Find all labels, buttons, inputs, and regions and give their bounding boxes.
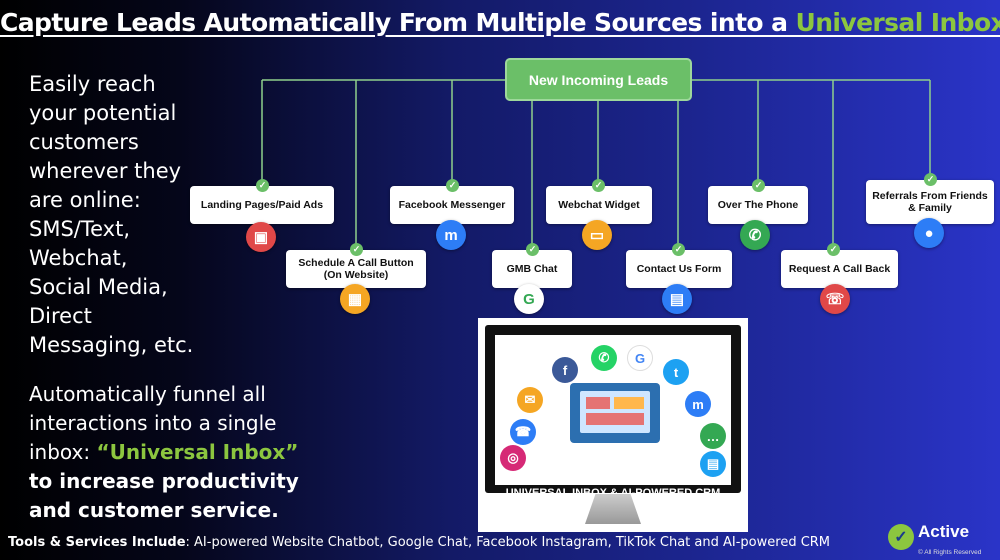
logo-mark: ✓ xyxy=(888,524,914,550)
funnel-text-pre: Automatically funnel all interactions in… xyxy=(29,382,277,464)
phone-icon: ☎ xyxy=(510,419,536,445)
gear-laptop-illustration xyxy=(570,383,660,443)
logo: ✓ Active © All Rights Reserved xyxy=(888,522,996,558)
funnel-text-bold: to increase productivity and customer se… xyxy=(29,469,299,522)
node-card: Webchat Widget xyxy=(546,186,652,224)
twitter-icon: t xyxy=(663,359,689,385)
monitor-label: UNIVERSAL INBOX & AI-POWERED CRM xyxy=(505,487,721,499)
logo-sub: © All Rights Reserved xyxy=(918,549,982,556)
monitor-illustration: f ✆ G t ✉ m ☎ … ◎ ▤ UNIVERSAL INBOX & AI… xyxy=(478,318,748,532)
funnel-text: Automatically funnel all interactions in… xyxy=(29,380,319,525)
root-node: New Incoming Leads xyxy=(505,58,692,101)
page-title: Capture Leads Automatically From Multipl… xyxy=(0,8,1000,37)
node-card: Over The Phone xyxy=(708,186,808,224)
check-icon: ✓ xyxy=(526,243,539,256)
email-icon: ✉ xyxy=(517,387,543,413)
funnel-text-highlight: “Universal Inbox” xyxy=(96,440,299,464)
node-card: Request A Call Back xyxy=(781,250,898,288)
phone-callback-icon: ☏ xyxy=(820,284,850,314)
node-card: GMB Chat xyxy=(492,250,572,288)
check-icon: ✓ xyxy=(752,179,765,192)
title-text: Capture Leads Automatically From Multipl… xyxy=(0,8,796,37)
phone-icon: ✆ xyxy=(740,220,770,250)
calendar-icon: ▦ xyxy=(340,284,370,314)
check-icon: ✓ xyxy=(592,179,605,192)
check-icon: ✓ xyxy=(924,173,937,186)
google-icon: G xyxy=(514,284,544,314)
messenger-icon: m xyxy=(436,220,466,250)
intro-text: Easily reach your potential customers wh… xyxy=(29,72,194,357)
chat-icon: … xyxy=(700,423,726,449)
footer: Tools & Services Include: AI-powered Web… xyxy=(8,535,830,550)
node-card: Referrals From Friends & Family xyxy=(866,180,994,224)
check-icon: ✓ xyxy=(256,179,269,192)
node-card: Landing Pages/Paid Ads xyxy=(190,186,334,224)
monitor-stand xyxy=(585,494,641,524)
check-icon: ✓ xyxy=(672,243,685,256)
title-highlight: Universal Inbox xyxy=(795,8,1000,37)
node-card: Contact Us Form xyxy=(626,250,732,288)
check-icon: ✓ xyxy=(827,243,840,256)
form-icon: ▤ xyxy=(662,284,692,314)
facebook-icon: f xyxy=(552,357,578,383)
card-icon: ▤ xyxy=(700,451,726,477)
logo-name: Active xyxy=(918,522,970,541)
monitor-screen: f ✆ G t ✉ m ☎ … ◎ ▤ UNIVERSAL INBOX & AI… xyxy=(485,325,741,499)
check-icon: ✓ xyxy=(446,179,459,192)
instagram-icon: ◎ xyxy=(500,445,526,471)
people-icon: ● xyxy=(914,218,944,248)
footer-text: : AI-powered Website Chatbot, Google Cha… xyxy=(185,535,831,550)
check-icon: ✓ xyxy=(350,243,363,256)
whatsapp-icon: ✆ xyxy=(591,345,617,371)
landing-page-icon: ▣ xyxy=(246,222,276,252)
node-card: Facebook Messenger xyxy=(390,186,514,224)
node-card: Schedule A Call Button (On Website) xyxy=(286,250,426,288)
footer-bold: Tools & Services Include xyxy=(8,535,186,550)
chat-bubble-icon: ▭ xyxy=(582,220,612,250)
messenger-icon: m xyxy=(685,391,711,417)
screen-content: f ✆ G t ✉ m ☎ … ◎ ▤ xyxy=(495,335,731,485)
google-icon: G xyxy=(627,345,653,371)
